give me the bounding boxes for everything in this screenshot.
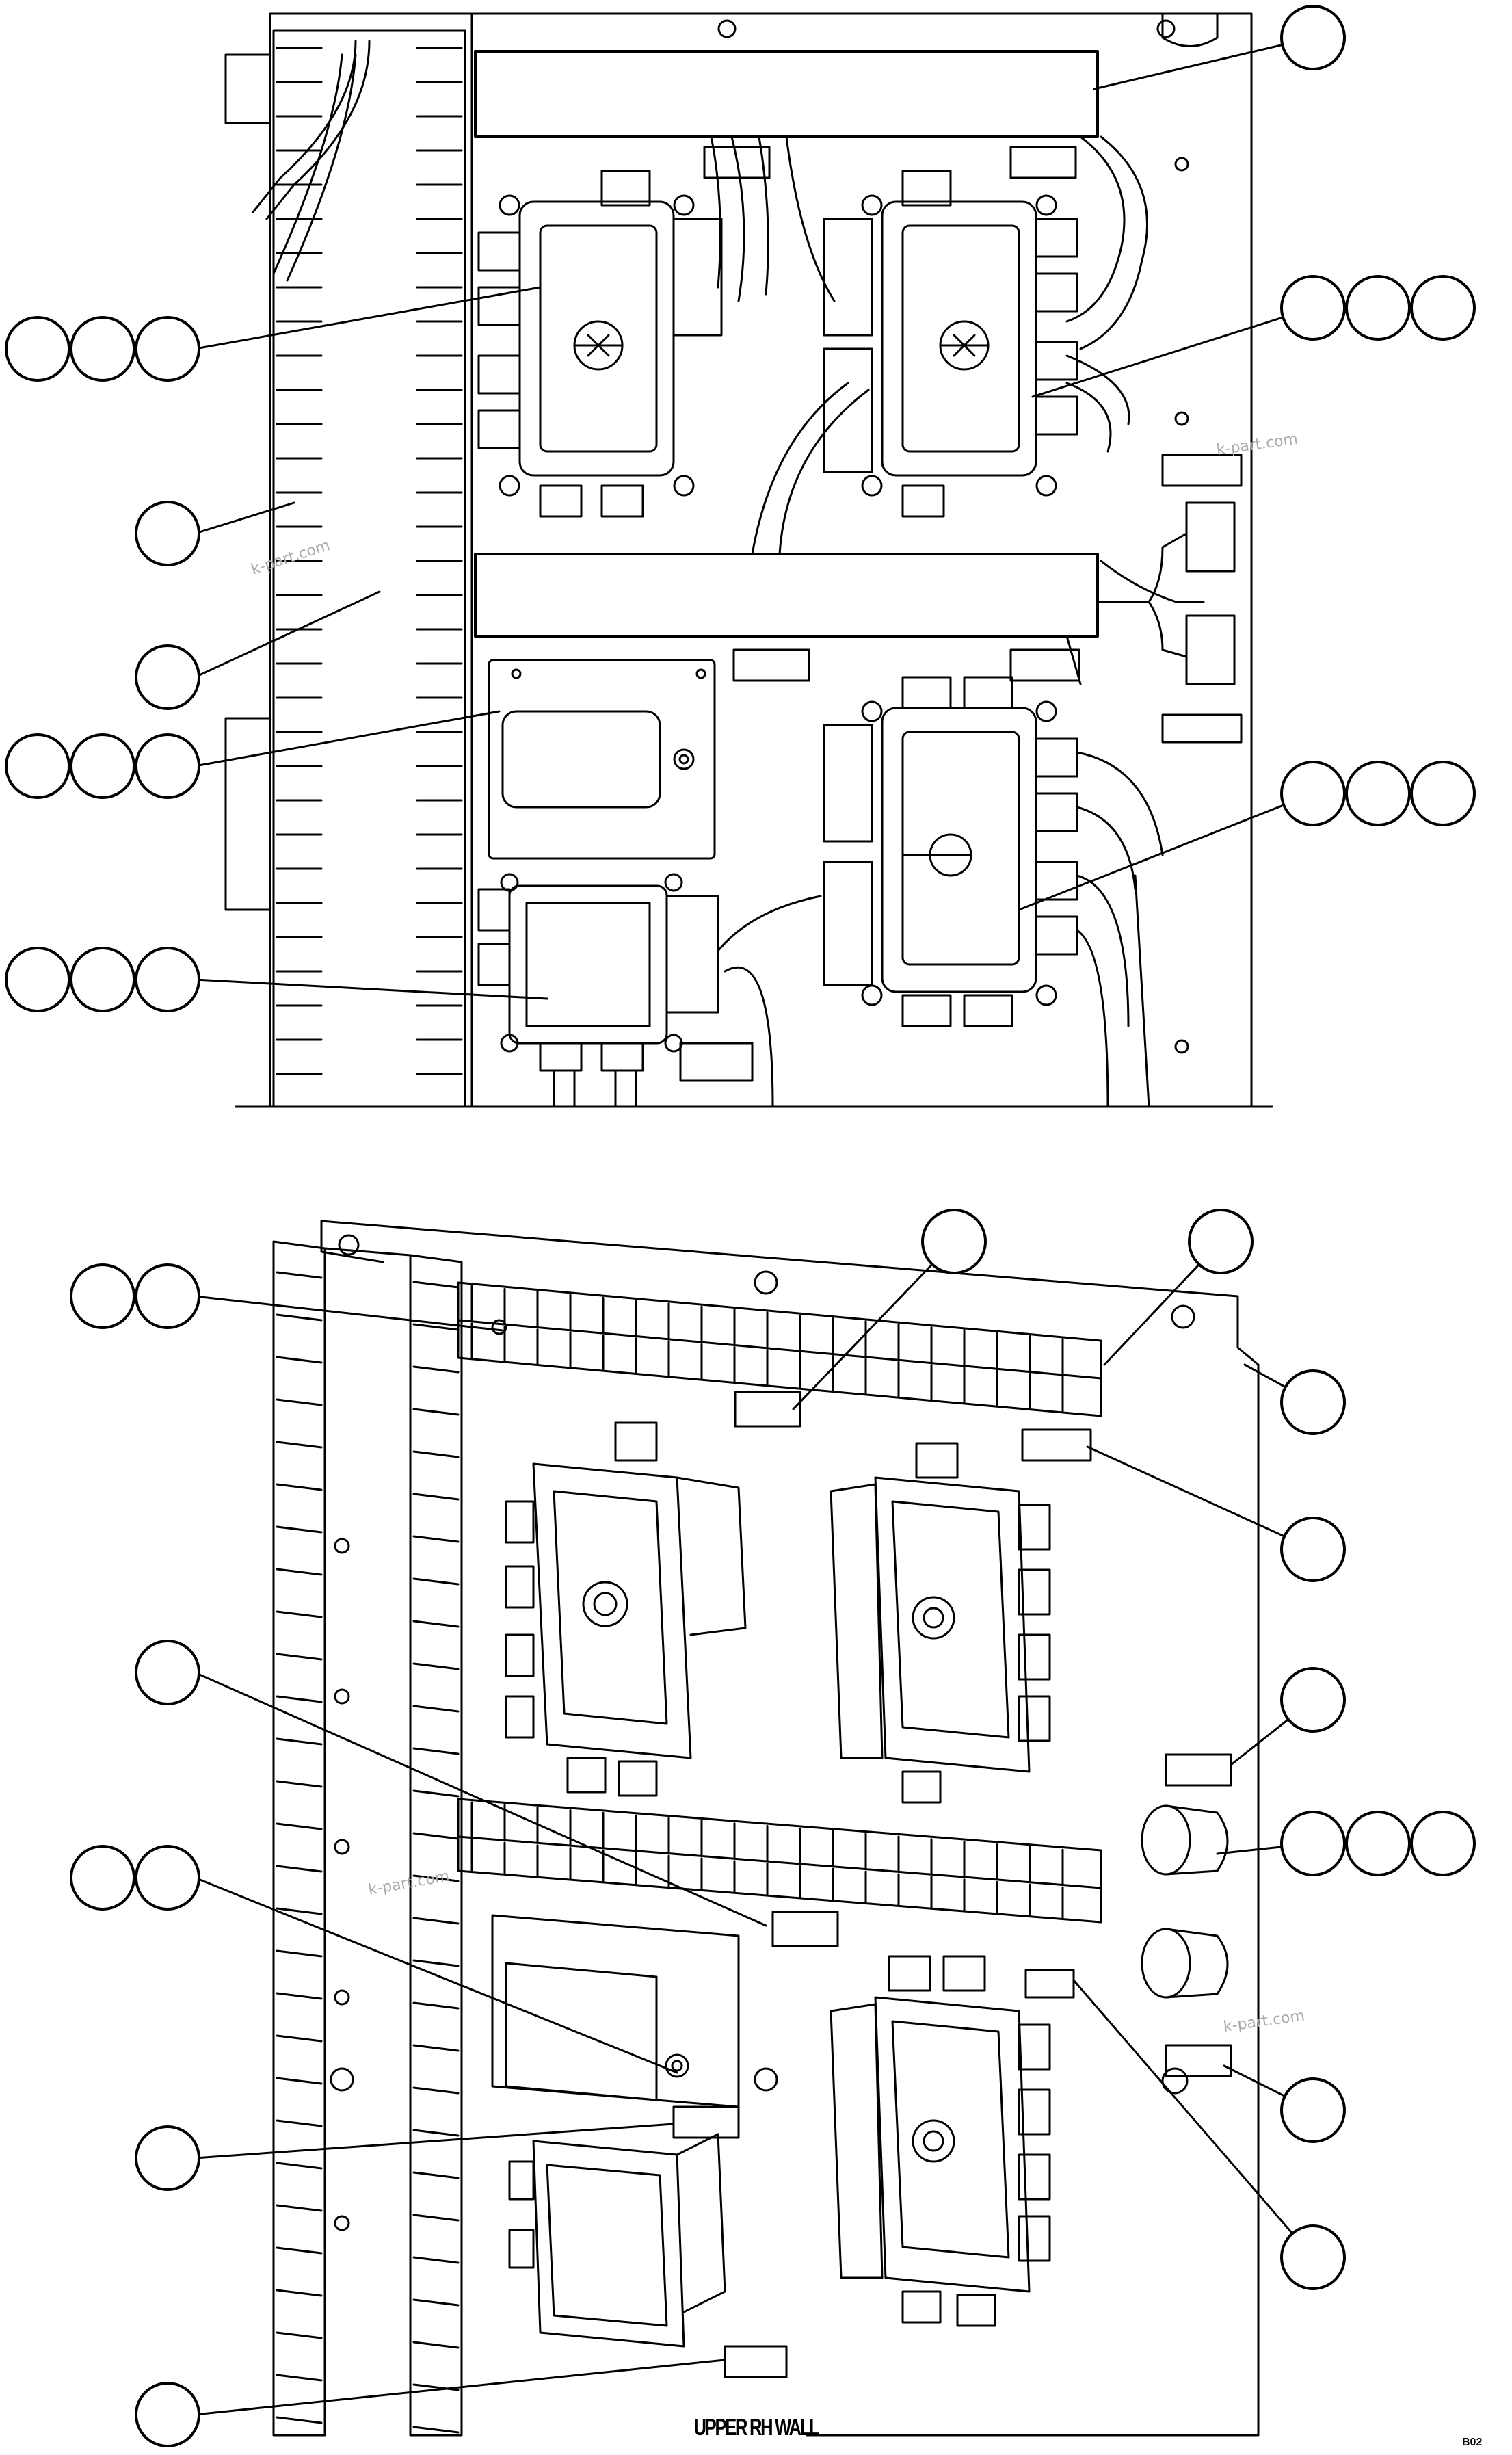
watermark-3: k-part.com — [367, 1867, 451, 1898]
callout-balloon — [1188, 1209, 1254, 1274]
top-module-3 — [823, 676, 1164, 1108]
callout-balloon — [1280, 5, 1346, 70]
top-junction-box — [488, 659, 716, 860]
callout-balloon — [135, 1263, 200, 1329]
top-upper-wire-duct — [474, 50, 1099, 138]
watermark-4: k-part.com — [1222, 2008, 1305, 2036]
callout-balloon — [70, 947, 135, 1012]
callout-balloon — [135, 316, 200, 382]
bottom-side-connectors — [1141, 1753, 1232, 2095]
callout-balloon — [70, 1845, 135, 1911]
watermark-1: k-part.com — [1215, 431, 1299, 459]
callout-balloon — [1345, 1811, 1411, 1876]
callout-balloon — [135, 2125, 200, 2191]
bottom-back-plate — [320, 1220, 1260, 2437]
top-lower-wire-duct — [474, 553, 1099, 638]
callout-balloon — [5, 947, 70, 1012]
callout-balloon — [1280, 1369, 1346, 1435]
callout-balloon — [1345, 761, 1411, 826]
top-module-1 — [477, 170, 723, 518]
top-module-4 — [477, 873, 822, 1108]
callout-balloon — [70, 733, 135, 799]
callout-balloon — [135, 733, 200, 799]
top-panel-view: k-part.com k-part.com — [194, 12, 1314, 1108]
callout-balloon — [1280, 2224, 1346, 2290]
bottom-module-2 — [830, 1442, 1051, 1804]
bottom-left-wire-duct — [272, 1240, 463, 2437]
callout-balloon — [1280, 2077, 1346, 2143]
top-callout-leaders — [194, 286, 1314, 1000]
bottom-panel-view: k-part.com k-part.com — [194, 1220, 1314, 2437]
callout-balloon — [135, 947, 200, 1012]
callout-balloon — [135, 1845, 200, 1911]
bottom-module-4 — [508, 2133, 726, 2348]
top-left-wire-duct — [272, 29, 466, 1108]
top-cable-bundle — [252, 40, 371, 282]
callout-balloon — [1280, 1667, 1346, 1733]
bottom-upper-wire-duct — [457, 1281, 1102, 1417]
callout-balloon — [1280, 1517, 1346, 1582]
bottom-lower-wire-duct — [457, 1798, 1102, 1924]
bottom-junction-box — [491, 1914, 740, 2108]
callout-balloon — [5, 733, 70, 799]
drawing-caption: UPPER RH WALL — [693, 2415, 820, 2441]
bottom-callout-leaders — [194, 1240, 1314, 2416]
callout-balloon — [1280, 761, 1346, 826]
callout-balloon — [135, 1640, 200, 1705]
callout-balloon — [135, 2382, 200, 2447]
callout-balloon — [70, 316, 135, 382]
callout-balloon — [921, 1209, 987, 1274]
bottom-module-1 — [505, 1421, 747, 1797]
callout-balloons — [5, 5, 1476, 2447]
top-module-2 — [823, 170, 1078, 518]
bottom-module-3 — [830, 1955, 1051, 2327]
sheet-code: B02 — [1462, 2437, 1483, 2448]
callout-balloon — [1410, 1811, 1476, 1876]
callout-balloon — [5, 316, 70, 382]
top-side-connectors — [1096, 454, 1243, 744]
top-harness-wires — [710, 135, 1205, 685]
callout-balloon — [1280, 275, 1346, 341]
callout-balloon — [135, 644, 200, 710]
watermark-2: k-part.com — [249, 537, 332, 579]
callout-balloon — [1410, 275, 1476, 341]
top-back-plate — [235, 12, 1273, 1108]
callout-balloon — [70, 1263, 135, 1329]
callout-balloon — [1410, 761, 1476, 826]
callout-balloon — [135, 501, 200, 566]
callout-balloon — [1345, 275, 1411, 341]
callout-balloon — [1280, 1811, 1346, 1876]
